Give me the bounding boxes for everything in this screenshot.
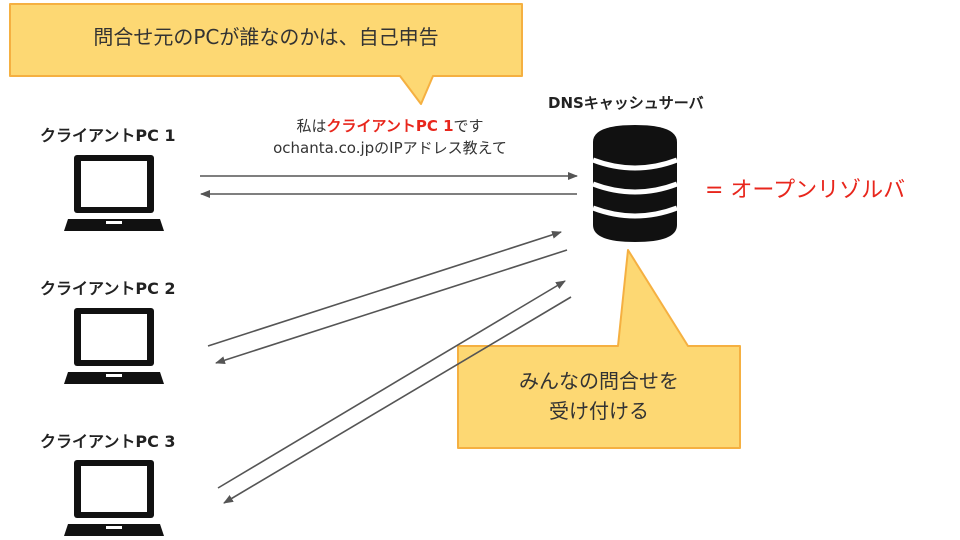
response-arrow-pc2 <box>215 249 568 365</box>
laptop-icon <box>64 155 164 231</box>
query-message-line2: ochanta.co.jpのIPアドレス教えて <box>273 139 507 157</box>
top-callout-text: 問合せ元のPCが誰なのかは、自己申告 <box>93 25 439 49</box>
response-arrow-pc3 <box>223 296 572 504</box>
request-arrow-pc3 <box>217 280 566 489</box>
database-icon <box>592 125 678 242</box>
bottom-callout-bubble <box>457 249 741 449</box>
laptop-icon <box>64 460 164 536</box>
top-callout-bubble <box>9 3 523 105</box>
open-resolver-label: = オープンリゾルバ <box>705 178 906 203</box>
server-title: DNSキャッシュサーバ <box>548 94 704 112</box>
query-message: 私はクライアントPC 1です ochanta.co.jpのIPアドレス教えて <box>230 115 550 159</box>
bottom-callout-text: みんなの問合せを 受け付ける <box>458 366 740 426</box>
laptop-icon <box>64 308 164 384</box>
client-label-pc2: クライアントPC 2 <box>40 279 176 298</box>
bottom-callout-line1: みんなの問合せを <box>519 369 679 393</box>
query-message-line1: 私はクライアントPC 1です <box>230 115 550 137</box>
query-highlight: クライアントPC 1 <box>326 117 454 135</box>
bottom-callout-line2: 受け付ける <box>549 399 649 423</box>
query-suffix: です <box>453 117 484 135</box>
client-label-pc1: クライアントPC 1 <box>40 126 176 145</box>
query-prefix: 私は <box>296 117 327 135</box>
client-label-pc3: クライアントPC 3 <box>40 432 176 451</box>
request-arrow-pc2 <box>207 230 562 347</box>
